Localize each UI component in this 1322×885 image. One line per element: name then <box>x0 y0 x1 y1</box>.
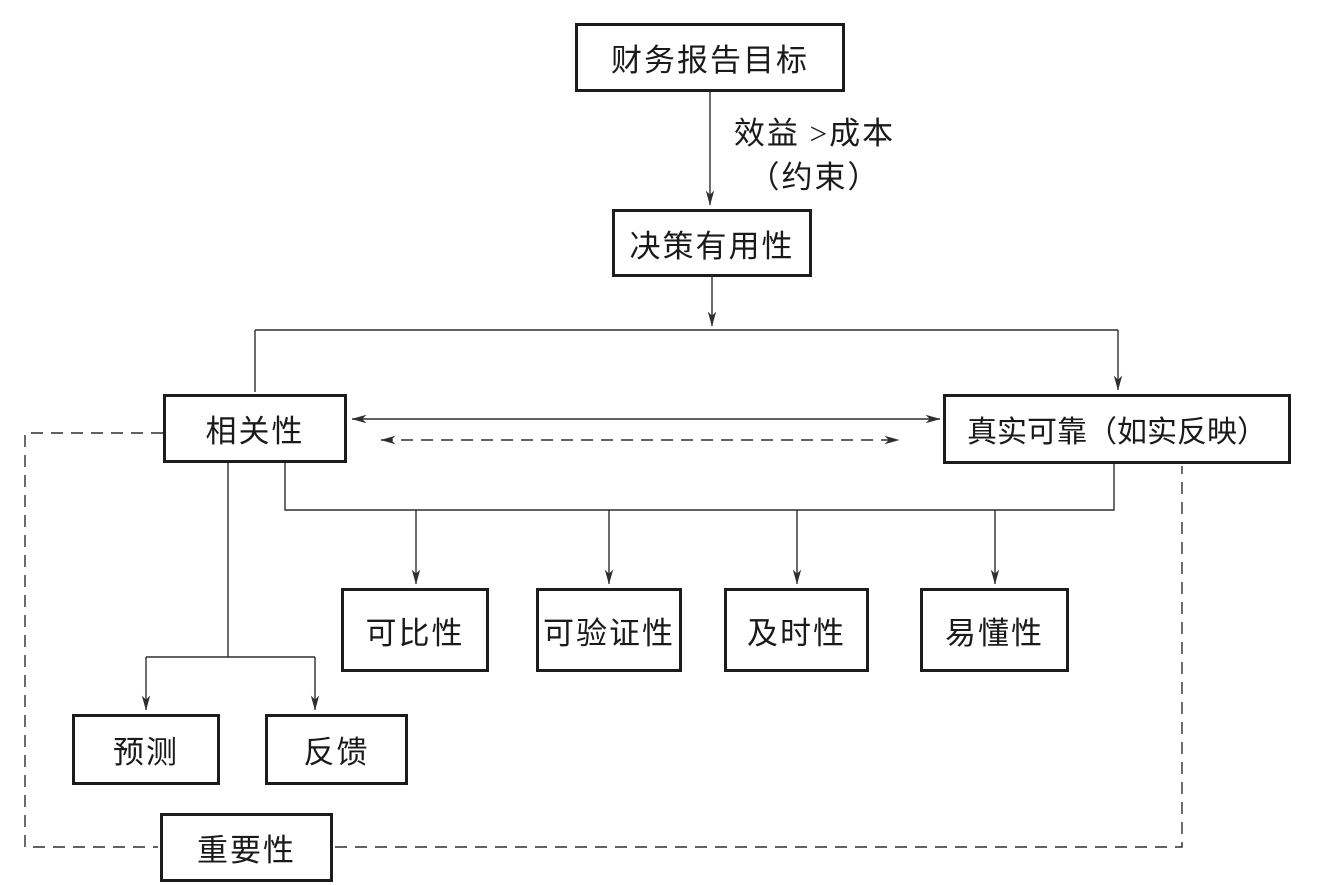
node-prediction-label: 预测 <box>113 735 179 770</box>
node-materiality: 重要性 <box>160 813 333 882</box>
node-feedback: 反馈 <box>265 714 408 785</box>
node-comparability: 可比性 <box>341 588 489 672</box>
node-understandability-label: 易懂性 <box>945 615 1044 651</box>
node-reliability: 真实可靠（如实反映） <box>943 394 1291 464</box>
node-prediction: 预测 <box>72 714 220 785</box>
node-comparability-label: 可比性 <box>365 615 465 651</box>
constraint-annotation: 效益 >成本 （约束） <box>712 112 917 200</box>
node-timeliness-label: 及时性 <box>747 615 846 651</box>
node-financial-reporting-objectives-label: 财务报告目标 <box>611 43 809 78</box>
node-feedback-label: 反馈 <box>303 735 370 770</box>
edge-materiality-loop-left <box>24 432 163 848</box>
edge-lower-connector-bar <box>284 463 1115 511</box>
node-verifiability: 可验证性 <box>536 588 682 672</box>
node-decision-usefulness: 决策有用性 <box>612 209 812 277</box>
node-reliability-label: 真实可靠（如实反映） <box>967 416 1267 449</box>
node-decision-usefulness-label: 决策有用性 <box>629 228 795 264</box>
constraint-annotation-line2: （约束） <box>748 160 881 195</box>
edge-materiality-loop-right <box>335 466 1183 848</box>
node-understandability: 易懂性 <box>920 588 1069 672</box>
node-timeliness: 及时性 <box>724 588 869 672</box>
node-materiality-label: 重要性 <box>197 833 296 868</box>
node-relevance: 相关性 <box>163 394 347 463</box>
node-financial-reporting-objectives: 财务报告目标 <box>575 23 845 92</box>
constraint-annotation-line1: 效益 >成本 <box>733 116 896 151</box>
node-relevance-label: 相关性 <box>205 414 305 449</box>
node-verifiability-label: 可验证性 <box>543 615 675 651</box>
